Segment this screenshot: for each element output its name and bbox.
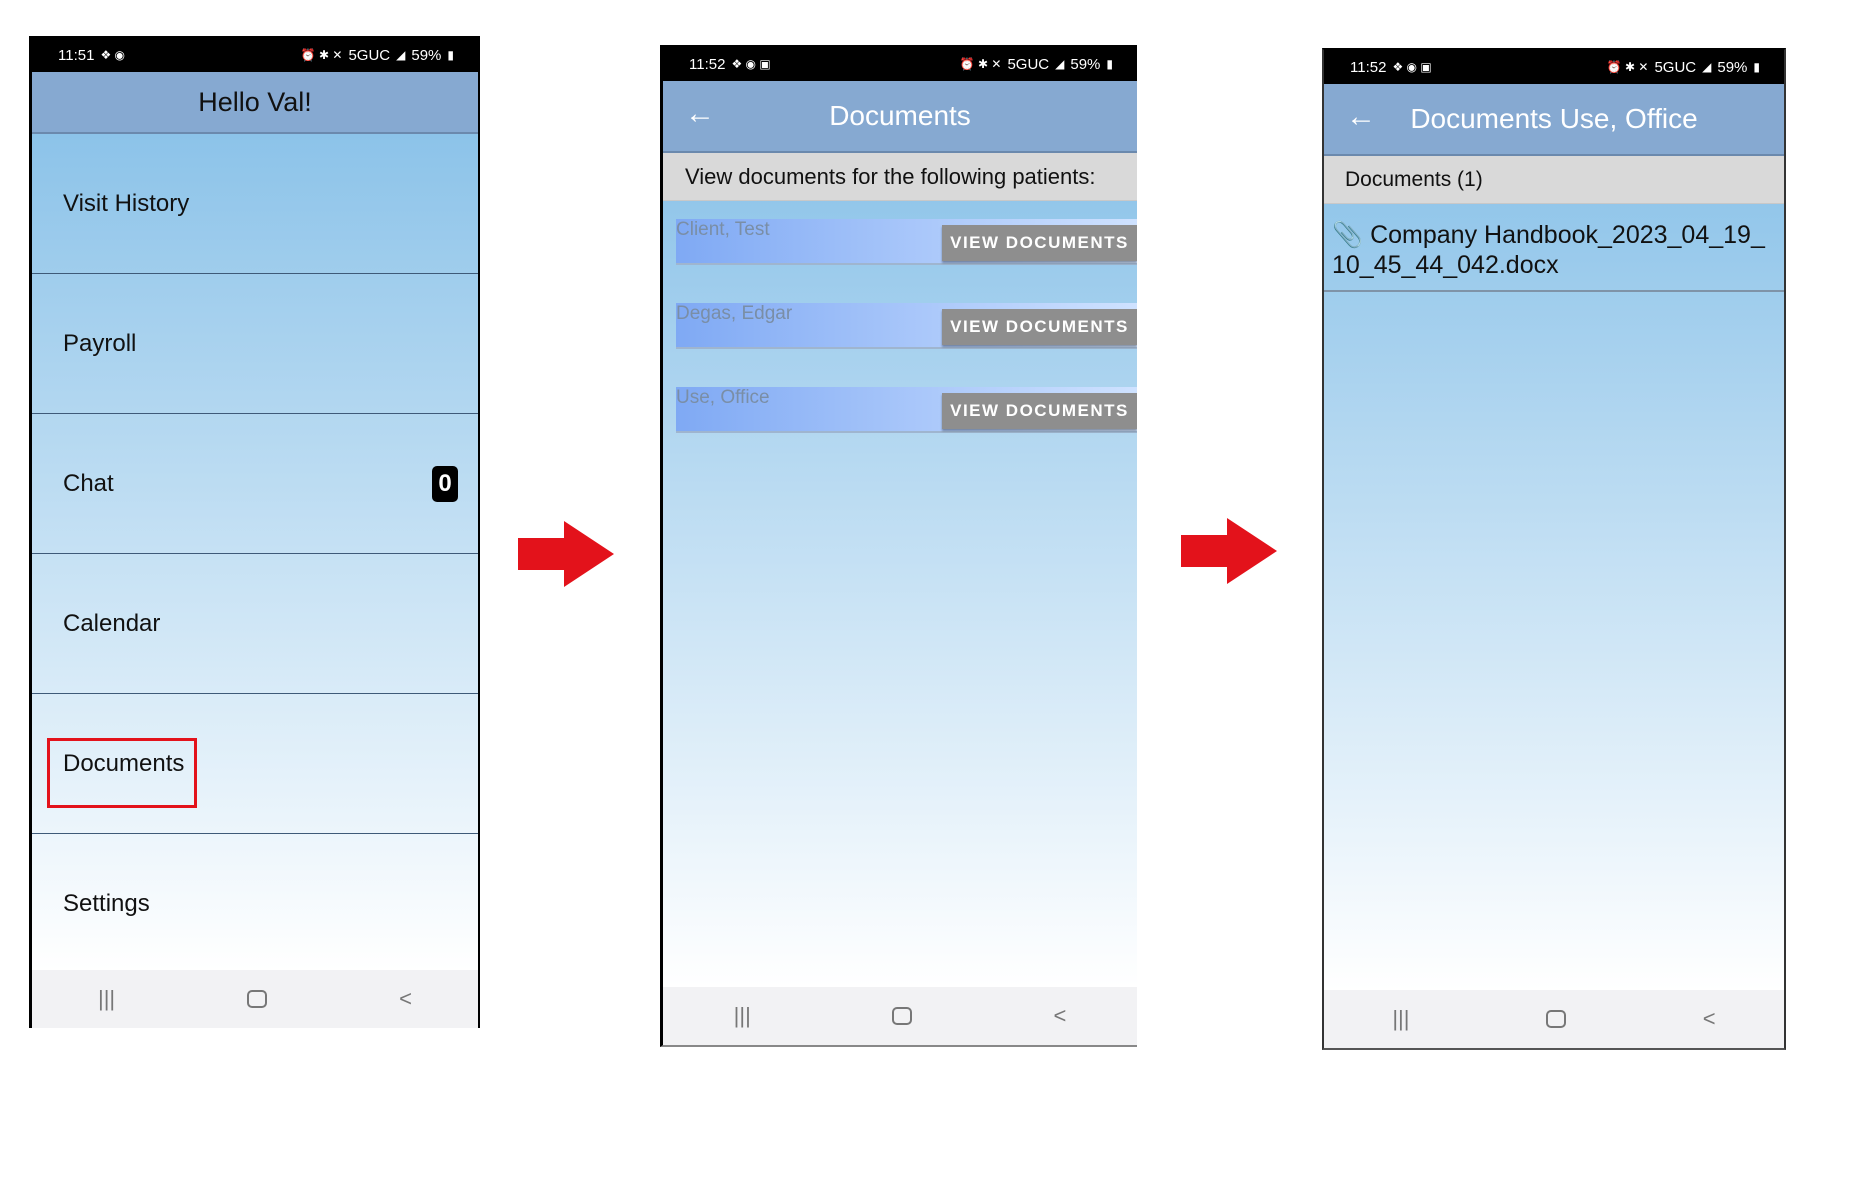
patient-name: Degas, Edgar [676,303,793,324]
system-icons: ⏰ ✱ ✕ [959,57,1002,71]
patient-row: Degas, Edgar VIEW DOCUMENTS [676,303,1137,349]
document-name: Company Handbook_2023_04_19_10_45_44_042… [1332,221,1765,279]
greeting-header: Hello Val! [32,72,478,134]
patient-name: Use, Office [676,387,770,408]
status-battery: 59% [1070,55,1101,73]
android-nav-bar: ||| < [1324,990,1784,1048]
battery-icon: ▮ [1106,57,1113,71]
main-menu: Visit History Payroll Chat 0 Calendar Do… [32,134,478,970]
menu-item-label: Documents [63,749,185,777]
signal-icon: ◢ [1055,57,1065,71]
menu-item-settings[interactable]: Settings [32,834,478,974]
patient-row: Client, Test VIEW DOCUMENTS [676,219,1137,265]
back-arrow-icon[interactable]: ← [685,97,715,130]
recent-apps-icon[interactable]: ||| [97,986,116,1011]
notification-icons: ❖ ◉ [100,48,125,62]
recent-apps-icon[interactable]: ||| [1392,1006,1410,1031]
greeting-title: Hello Val! [198,86,312,117]
view-documents-button[interactable]: VIEW DOCUMENTS [942,309,1137,345]
menu-item-calendar[interactable]: Calendar [32,554,478,694]
status-bar: 11:51 ❖ ◉ ⏰ ✱ ✕ 5GUC ◢ 59% ▮ [32,38,478,72]
status-battery: 59% [411,46,442,64]
android-nav-bar: ||| < [663,987,1137,1045]
patient-row: Use, Office VIEW DOCUMENTS [676,387,1137,433]
red-arrow-icon [518,521,614,587]
paperclip-icon: 📎 [1332,221,1364,249]
menu-item-label: Settings [63,890,150,917]
status-time: 11:52 [1350,58,1387,76]
back-arrow-icon[interactable]: ← [1346,100,1376,133]
patient-name: Client, Test [676,219,770,240]
notification-icons: ❖ ◉ ▣ [1392,60,1432,74]
menu-item-payroll[interactable]: Payroll [32,274,478,414]
menu-item-label: Visit History [63,189,190,217]
menu-item-label: Calendar [63,609,161,637]
red-arrow-icon [1181,518,1277,584]
system-icons: ⏰ ✱ ✕ [300,48,343,62]
phone-documents-screen: 11:52 ❖ ◉ ▣ ⏰ ✱ ✕ 5GUC ◢ 59% ▮ ← Documen… [660,45,1137,1047]
document-item[interactable]: 📎 Company Handbook_2023_04_19_10_45_44_0… [1324,204,1784,292]
back-nav-icon[interactable]: < [399,986,412,1011]
status-time: 11:52 [689,55,726,73]
status-bar: 11:52 ❖ ◉ ▣ ⏰ ✱ ✕ 5GUC ◢ 59% ▮ [1324,50,1784,84]
documents-list: Documents (1) 📎 Company Handbook_2023_04… [1324,156,1784,990]
phone-home-screen: 11:51 ❖ ◉ ⏰ ✱ ✕ 5GUC ◢ 59% ▮ Hello Val! … [29,36,480,1028]
signal-icon: ◢ [396,48,406,62]
back-nav-icon[interactable]: < [1053,1003,1067,1028]
recent-apps-icon[interactable]: ||| [733,1003,751,1028]
documents-header: ← Documents [663,81,1137,153]
menu-item-documents[interactable]: Documents [32,694,478,834]
battery-icon: ▮ [1753,60,1760,74]
view-documents-button[interactable]: VIEW DOCUMENTS [942,393,1137,429]
patient-documents-header: ← Documents Use, Office [1324,84,1784,156]
status-time: 11:51 [58,46,95,64]
documents-count-subheader: Documents (1) [1324,156,1784,204]
battery-icon: ▮ [447,48,454,62]
menu-item-chat[interactable]: Chat 0 [32,414,478,554]
page-title: Documents [829,100,971,131]
home-icon[interactable] [247,990,268,1008]
status-network: 5GUC [1654,58,1697,76]
chat-unread-badge: 0 [432,466,458,502]
notification-icons: ❖ ◉ ▣ [731,57,771,71]
view-documents-button[interactable]: VIEW DOCUMENTS [942,225,1137,261]
home-icon[interactable] [1546,1010,1567,1028]
android-nav-bar: ||| < [32,970,478,1028]
back-nav-icon[interactable]: < [1702,1006,1716,1031]
system-icons: ⏰ ✱ ✕ [1606,60,1649,74]
menu-item-visit-history[interactable]: Visit History [32,134,478,274]
status-battery: 59% [1717,58,1748,76]
status-network: 5GUC [348,46,391,64]
phone-patient-documents-screen: 11:52 ❖ ◉ ▣ ⏰ ✱ ✕ 5GUC ◢ 59% ▮ ← Documen… [1322,48,1786,1050]
menu-item-label: Payroll [63,329,137,357]
signal-icon: ◢ [1702,60,1712,74]
status-bar: 11:52 ❖ ◉ ▣ ⏰ ✱ ✕ 5GUC ◢ 59% ▮ [663,47,1137,81]
status-network: 5GUC [1007,55,1050,73]
home-icon[interactable] [892,1007,913,1025]
menu-item-label: Chat [63,469,114,497]
patients-subheader: View documents for the following patient… [663,153,1137,201]
patients-list: View documents for the following patient… [663,153,1137,987]
page-title: Documents Use, Office [1410,103,1698,134]
